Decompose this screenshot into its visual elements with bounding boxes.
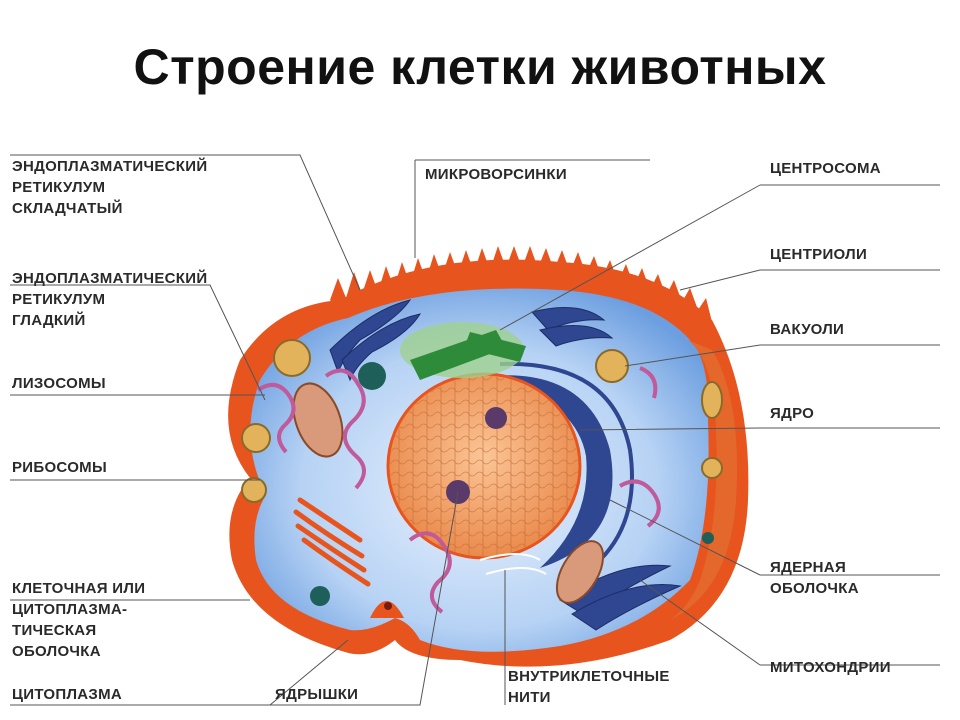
label-centrosome: ЦЕНТРОСОМА <box>770 160 881 177</box>
label-er-smooth: ЭНДОПЛАЗМАТИЧЕСКИЙ РЕТИКУЛУМ ГЛАДКИЙ <box>12 270 208 329</box>
lysosome <box>358 362 386 390</box>
nuclear-envelope <box>490 375 613 568</box>
label-cytoplasm: ЦИТОПЛАЗМА <box>12 686 123 703</box>
page-title: Строение клетки животных <box>133 39 827 95</box>
label-nuclear-envelope: ЯДЕРНАЯ ОБОЛОЧКА <box>770 559 859 597</box>
label-vacuoles: ВАКУОЛИ <box>770 321 845 338</box>
label-ribosomes: РИБОСОМЫ <box>12 459 107 476</box>
intracellular-filaments <box>479 553 547 575</box>
golgi <box>293 497 371 587</box>
leader-lines <box>10 154 940 706</box>
label-membrane: КЛЕТОЧНАЯ ИЛИ ЦИТОПЛАЗМА- ТИЧЕСКАЯ ОБОЛО… <box>12 580 146 660</box>
label-mitochondria: МИТОХОНДРИИ <box>770 659 891 676</box>
label-er-rough: ЭНДОПЛАЗМАТИЧЕСКИЙ РЕТИКУЛУМ СКЛАДЧАТЫЙ <box>12 158 208 217</box>
label-microvilli: МИКРОВОРСИНКИ <box>425 166 567 183</box>
label-filaments: ВНУТРИКЛЕТОЧНЫЕ НИТИ <box>508 668 670 706</box>
label-nucleoli: ЯДРЫШКИ <box>275 686 359 703</box>
er-rough <box>329 299 682 631</box>
mitochondria <box>292 382 605 604</box>
nuclear-envelope-outer <box>499 361 634 562</box>
label-lysosomes: ЛИЗОСОМЫ <box>12 375 106 392</box>
label-nucleus: ЯДРО <box>770 405 815 422</box>
centrosome <box>400 322 526 380</box>
nucleolus <box>485 407 507 429</box>
nucleus-network <box>390 376 578 556</box>
er-smooth <box>256 366 661 614</box>
lysosome <box>702 532 714 544</box>
lysosome <box>310 586 330 606</box>
vacuoles <box>241 339 723 503</box>
label-centrioles: ЦЕНТРИОЛИ <box>770 246 868 263</box>
